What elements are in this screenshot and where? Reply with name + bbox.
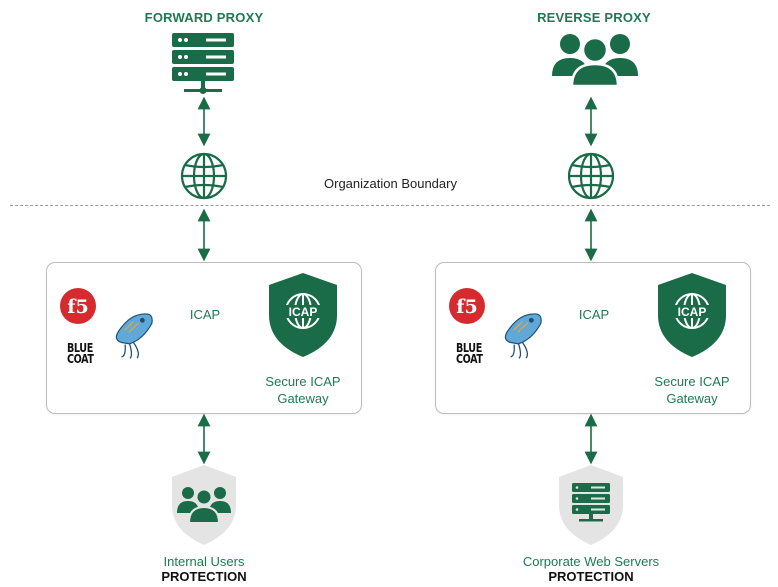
server-rack-icon (172, 33, 234, 94)
forward-proxy-box: f5 BLUE COAT ICAP ICAP (46, 262, 362, 414)
gateway-label-line2: Gateway (666, 391, 718, 406)
organization-boundary-line (10, 205, 770, 206)
gateway-label-line2: Gateway (277, 391, 329, 406)
globe-icon (180, 152, 228, 200)
internal-users-label: Internal Users (163, 554, 245, 569)
organization-boundary-label: Organization Boundary (320, 176, 461, 191)
forward-proxy-heading: FORWARD PROXY (144, 10, 264, 25)
shield-text: ICAP (678, 305, 707, 319)
squid-logo (115, 313, 153, 359)
corporate-web-servers-protection: PROTECTION (548, 569, 634, 584)
reverse-proxy-heading: REVERSE PROXY (537, 10, 651, 25)
globe-icon (567, 152, 615, 200)
bluecoat-line2: COAT (456, 352, 483, 366)
corporate-web-servers-label: Corporate Web Servers (522, 554, 660, 569)
f5-logo-text: f5 (456, 296, 477, 318)
users-group-icon (552, 34, 638, 88)
bluecoat-logo: BLUE COAT (456, 341, 483, 366)
f5-logo: f5 (60, 288, 96, 324)
shield-text: ICAP (289, 305, 318, 319)
servers-shield-icon (559, 465, 623, 545)
gateway-label-line1: Secure ICAP (265, 374, 341, 389)
icap-protocol-label: ICAP (578, 307, 610, 322)
icap-protocol-label: ICAP (189, 307, 221, 322)
gateway-label: Secure ICAP Gateway (243, 373, 363, 407)
bluecoat-logo: BLUE COAT (67, 341, 94, 366)
f5-logo: f5 (449, 288, 485, 324)
reverse-proxy-box: f5 BLUE COAT ICAP ICAP Secu (435, 262, 751, 414)
icap-shield-icon: ICAP (658, 273, 726, 357)
bluecoat-line1: BLUE (456, 341, 482, 355)
users-shield-icon (172, 465, 236, 545)
bluecoat-line1: BLUE (67, 341, 93, 355)
gateway-label: Secure ICAP Gateway (632, 373, 752, 407)
gateway-label-line1: Secure ICAP (654, 374, 730, 389)
internal-users-protection: PROTECTION (161, 569, 247, 584)
icap-shield-icon: ICAP (269, 273, 337, 357)
f5-logo-text: f5 (67, 296, 88, 318)
bluecoat-line2: COAT (67, 352, 94, 366)
squid-logo (504, 313, 542, 359)
